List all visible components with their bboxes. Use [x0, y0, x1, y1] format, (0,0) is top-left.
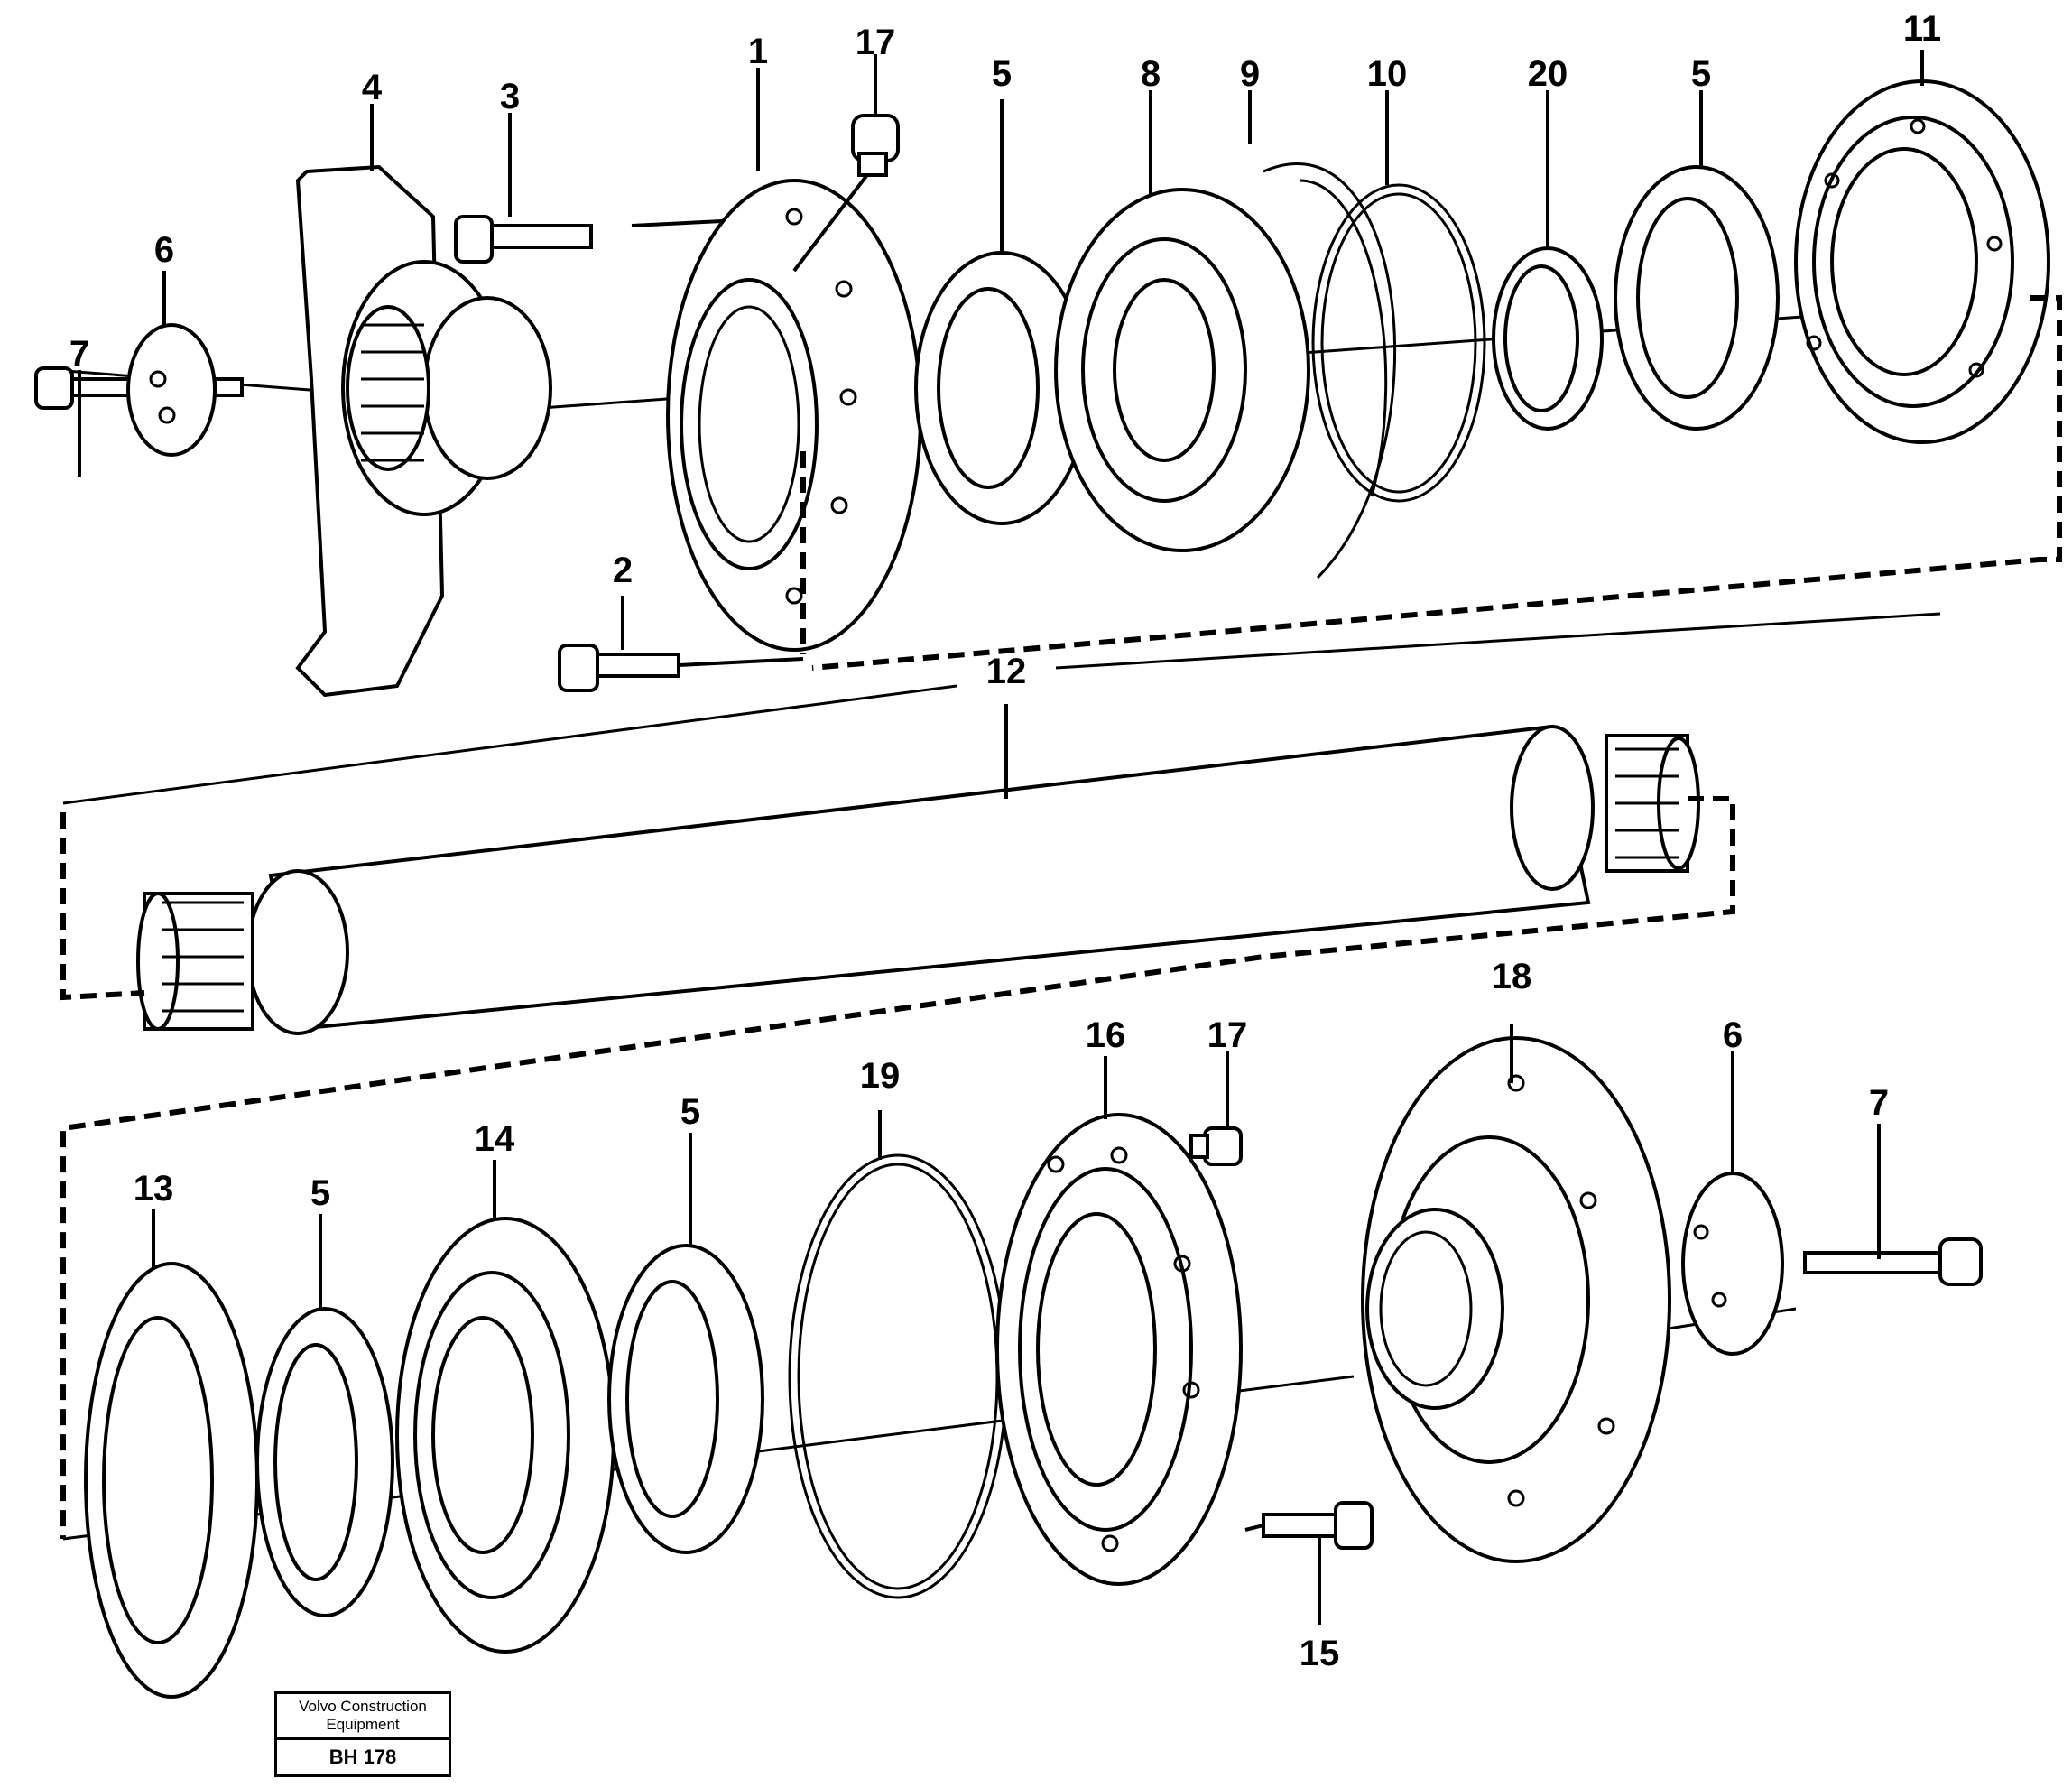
part-4-drive-flange: [295, 164, 552, 698]
callout-5-bottom-a: 5: [310, 1173, 330, 1213]
part-9-snap-ring: [1263, 162, 1397, 579]
part-19-o-ring: [788, 1153, 1008, 1599]
callout-6-top: 6: [154, 230, 174, 270]
callout-1: 1: [748, 32, 768, 71]
part-13-seal-ring: [84, 1262, 259, 1699]
callout-20: 20: [1528, 54, 1568, 94]
callout-9: 9: [1240, 54, 1260, 94]
callout-13: 13: [134, 1169, 174, 1209]
part-5-seal-bottom-2: [607, 1244, 764, 1554]
callout-4: 4: [362, 68, 383, 107]
part-5-seal-bottom-1: [255, 1307, 394, 1617]
part-6-washer-bottom: [1681, 1172, 1784, 1356]
title-block: Volvo Construction Equipment BH 178: [274, 1691, 451, 1777]
part-8-bearing: [1054, 188, 1310, 552]
leader-lines: [78, 50, 1924, 1625]
callout-15: 15: [1300, 1634, 1340, 1673]
callout-16: 16: [1086, 1015, 1126, 1055]
callout-11: 11: [1903, 9, 1941, 49]
part-5-seal-top-right: [1614, 165, 1780, 431]
top-right-dash-link: [811, 295, 2062, 671]
title-organization: Volvo Construction Equipment: [277, 1694, 449, 1740]
part-14-bearing: [395, 1217, 615, 1654]
part-20-ring: [1492, 246, 1604, 431]
part-18-output-flange: [1361, 1036, 1671, 1563]
part-15-bolt: [1244, 1501, 1374, 1550]
shaft-label-line-right: [1055, 612, 1941, 670]
part-10-ring: [1311, 183, 1486, 503]
shaft-left-dash: [60, 812, 145, 1001]
callout-19: 19: [860, 1056, 901, 1096]
callout-10: 10: [1367, 54, 1408, 94]
part-12-shaft: [136, 724, 1700, 1035]
part-5-seal-top: [914, 251, 1089, 525]
shaft-label-line-left: [62, 684, 957, 805]
part-7-bolt-bottom: [1803, 1237, 1983, 1286]
callout-5-bottom-b: 5: [680, 1092, 700, 1132]
callout-6-bottom: 6: [1723, 1015, 1743, 1055]
part-1-bearing-housing: [666, 179, 922, 652]
callout-17-top: 17: [856, 23, 896, 62]
callout-5-top-a: 5: [992, 54, 1012, 94]
callout-14: 14: [475, 1119, 515, 1159]
callout-7-top: 7: [69, 334, 89, 374]
callout-7-bottom: 7: [1869, 1083, 1889, 1123]
part-6-washer-top: [126, 323, 244, 457]
callout-18: 18: [1492, 957, 1532, 996]
part-11-cover: [1794, 79, 2050, 444]
callout-12: 12: [986, 652, 1027, 691]
callout-17-bottom: 17: [1207, 1015, 1248, 1055]
callout-labels: 1 2 3 4 5 6 7 8 9 10 11 17 20 5 12 13 5 …: [69, 9, 1941, 1673]
part-2-bolt: [558, 644, 804, 692]
callout-5-top-b: 5: [1691, 54, 1711, 94]
callout-8: 8: [1141, 54, 1161, 94]
callout-2: 2: [613, 551, 633, 590]
part-17-plug-top: [792, 114, 900, 273]
part-16-cover: [995, 1113, 1243, 1586]
part-17-plug-bottom: [1189, 1126, 1243, 1166]
title-code: BH 178: [328, 1746, 397, 1768]
shaft-right-dash: [60, 796, 1735, 1539]
callout-3: 3: [500, 77, 520, 116]
